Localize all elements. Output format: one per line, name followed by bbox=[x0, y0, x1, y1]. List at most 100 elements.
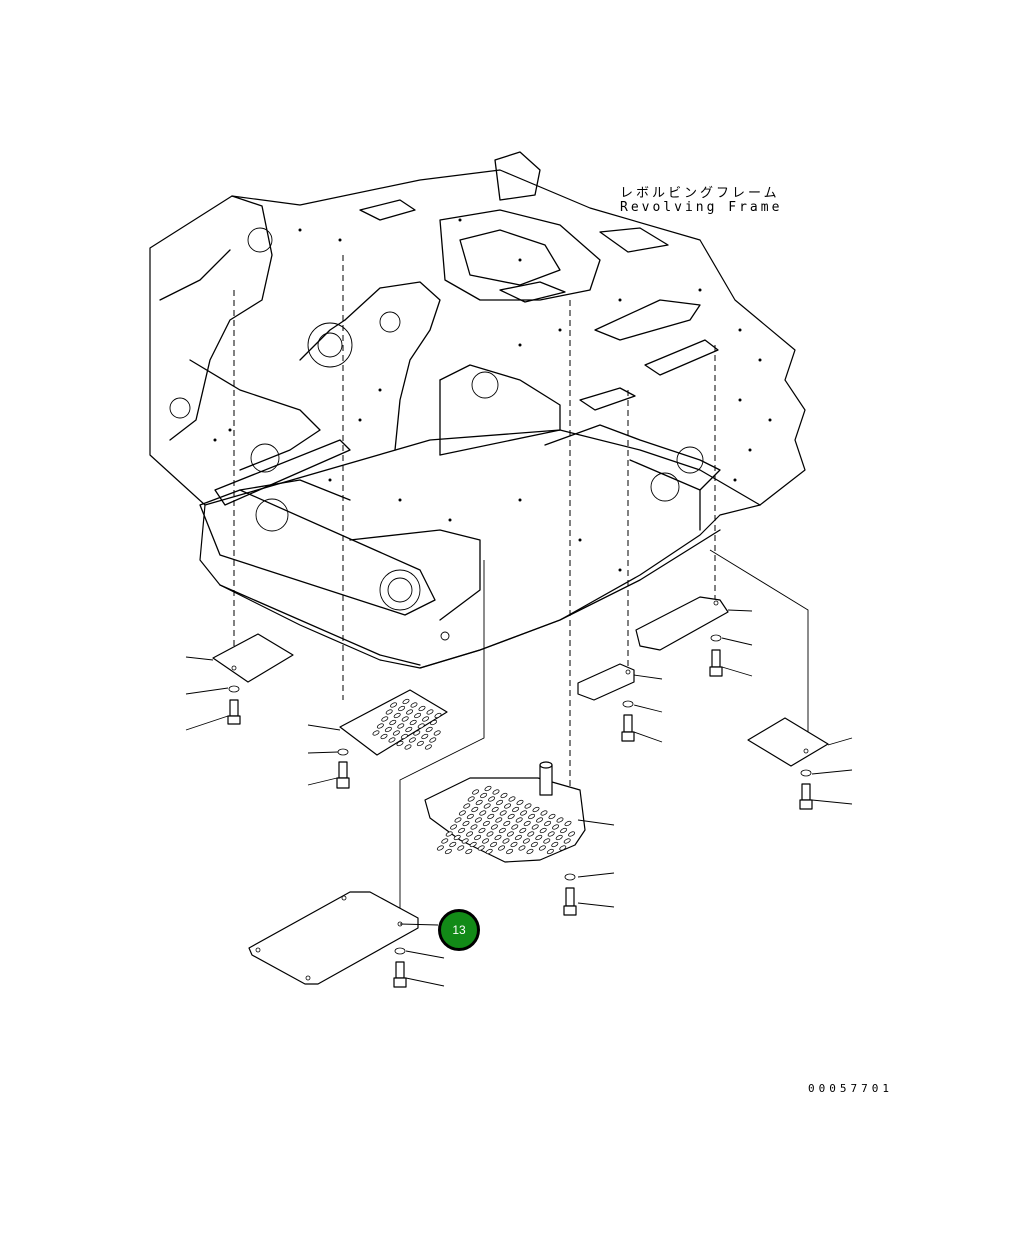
mesh-hole bbox=[393, 712, 401, 719]
frame-label-english: Revolving Frame bbox=[620, 200, 783, 215]
mesh-hole bbox=[458, 827, 466, 834]
mesh-hole bbox=[490, 824, 498, 830]
mesh-hole bbox=[471, 806, 479, 813]
mesh-hole bbox=[483, 803, 491, 809]
mesh-hole bbox=[516, 799, 524, 806]
callout-number: 13 bbox=[452, 923, 466, 937]
mesh-hole bbox=[507, 813, 515, 820]
mesh-hole bbox=[498, 845, 506, 851]
mesh-hole bbox=[535, 834, 543, 841]
mesh-grate-center bbox=[424, 761, 615, 916]
mesh-hole bbox=[488, 796, 496, 802]
mesh-hole bbox=[494, 834, 502, 841]
mesh-hole bbox=[474, 834, 482, 841]
mesh-hole bbox=[441, 838, 449, 844]
mesh-hole bbox=[563, 838, 571, 844]
mesh-hole bbox=[491, 806, 499, 813]
mesh-hole bbox=[417, 723, 425, 729]
mesh-hole bbox=[380, 733, 388, 740]
mesh-hole bbox=[515, 817, 523, 823]
mesh-hole bbox=[543, 838, 551, 844]
mesh-hole bbox=[500, 792, 508, 799]
part-callout-13[interactable]: 13 bbox=[438, 909, 480, 951]
mesh-hole bbox=[425, 726, 433, 733]
mesh-hole bbox=[556, 817, 564, 823]
mesh-hole bbox=[506, 848, 514, 855]
mesh-hole bbox=[430, 719, 438, 726]
mesh-hole bbox=[450, 824, 458, 830]
mesh-hole bbox=[462, 820, 470, 827]
mesh-hole bbox=[372, 730, 380, 736]
mesh-hole bbox=[434, 712, 442, 719]
mesh-hole bbox=[465, 848, 473, 855]
mesh-hole bbox=[401, 716, 409, 722]
mesh-hole bbox=[409, 719, 417, 726]
frame-label-japanese: レボルビングフレーム bbox=[620, 186, 780, 201]
mesh-hole bbox=[540, 810, 548, 816]
mesh-hole bbox=[524, 803, 532, 809]
mesh-hole bbox=[568, 831, 576, 837]
mesh-hole bbox=[551, 841, 559, 848]
mesh-hole bbox=[461, 838, 469, 844]
mesh-hole bbox=[433, 730, 441, 736]
mesh-hole bbox=[454, 817, 462, 823]
mesh-hole bbox=[564, 820, 572, 827]
mesh-hole bbox=[546, 848, 554, 855]
mesh-hole bbox=[398, 705, 406, 712]
mesh-hole bbox=[445, 831, 453, 837]
mesh-hole bbox=[470, 824, 478, 830]
mesh-hole bbox=[396, 740, 404, 747]
mesh-hole bbox=[463, 803, 471, 809]
mesh-hole bbox=[402, 698, 410, 705]
mesh-hole bbox=[416, 740, 424, 747]
mesh-hole bbox=[492, 789, 500, 795]
cover-plate-left bbox=[185, 633, 294, 731]
mesh-hole bbox=[436, 845, 444, 851]
mesh-hole bbox=[487, 813, 495, 820]
mesh-hole bbox=[475, 799, 483, 806]
mesh-hole bbox=[421, 733, 429, 740]
mesh-hole bbox=[519, 827, 527, 834]
mesh-hole bbox=[424, 744, 432, 750]
mesh-hole bbox=[418, 705, 426, 712]
cover-plate-bottom bbox=[248, 891, 445, 988]
mesh-hole bbox=[520, 810, 528, 816]
mesh-hole bbox=[485, 848, 493, 855]
mesh-hole bbox=[480, 792, 488, 799]
mesh-hole bbox=[555, 834, 563, 841]
mesh-hole bbox=[479, 810, 487, 816]
mesh-hole bbox=[482, 838, 490, 844]
mesh-hole bbox=[538, 845, 546, 851]
mesh-hole bbox=[536, 817, 544, 823]
mesh-hole bbox=[495, 817, 503, 823]
mesh-hole bbox=[478, 827, 486, 834]
mesh-hole bbox=[498, 827, 506, 834]
mesh-hole bbox=[528, 813, 536, 820]
mesh-hole bbox=[426, 709, 434, 715]
mesh-hole bbox=[429, 737, 437, 743]
mesh-hole bbox=[466, 831, 474, 837]
mesh-hole bbox=[512, 806, 520, 813]
mesh-hole bbox=[390, 702, 398, 708]
mesh-hole bbox=[486, 831, 494, 837]
mesh-hole bbox=[453, 834, 461, 841]
mesh-hole bbox=[532, 806, 540, 813]
mesh-hole bbox=[503, 820, 511, 827]
mesh-hole bbox=[376, 723, 384, 729]
alignment-lines bbox=[233, 255, 809, 925]
mesh-hole bbox=[559, 845, 567, 851]
mesh-hole bbox=[548, 813, 556, 820]
mesh-hole bbox=[496, 799, 504, 806]
mesh-hole bbox=[474, 817, 482, 823]
mesh-hole bbox=[397, 723, 405, 729]
mesh-hole bbox=[469, 841, 477, 848]
drawing-code: 00057701 bbox=[808, 1082, 893, 1095]
mesh-hole bbox=[552, 824, 560, 830]
cover-plate-right-upper bbox=[635, 596, 753, 677]
mesh-hole bbox=[389, 719, 397, 726]
mesh-hole bbox=[544, 820, 552, 827]
mesh-hole bbox=[413, 730, 421, 736]
mesh-hole bbox=[514, 834, 522, 841]
mesh-hole bbox=[518, 845, 526, 851]
mesh-hole bbox=[531, 824, 539, 830]
